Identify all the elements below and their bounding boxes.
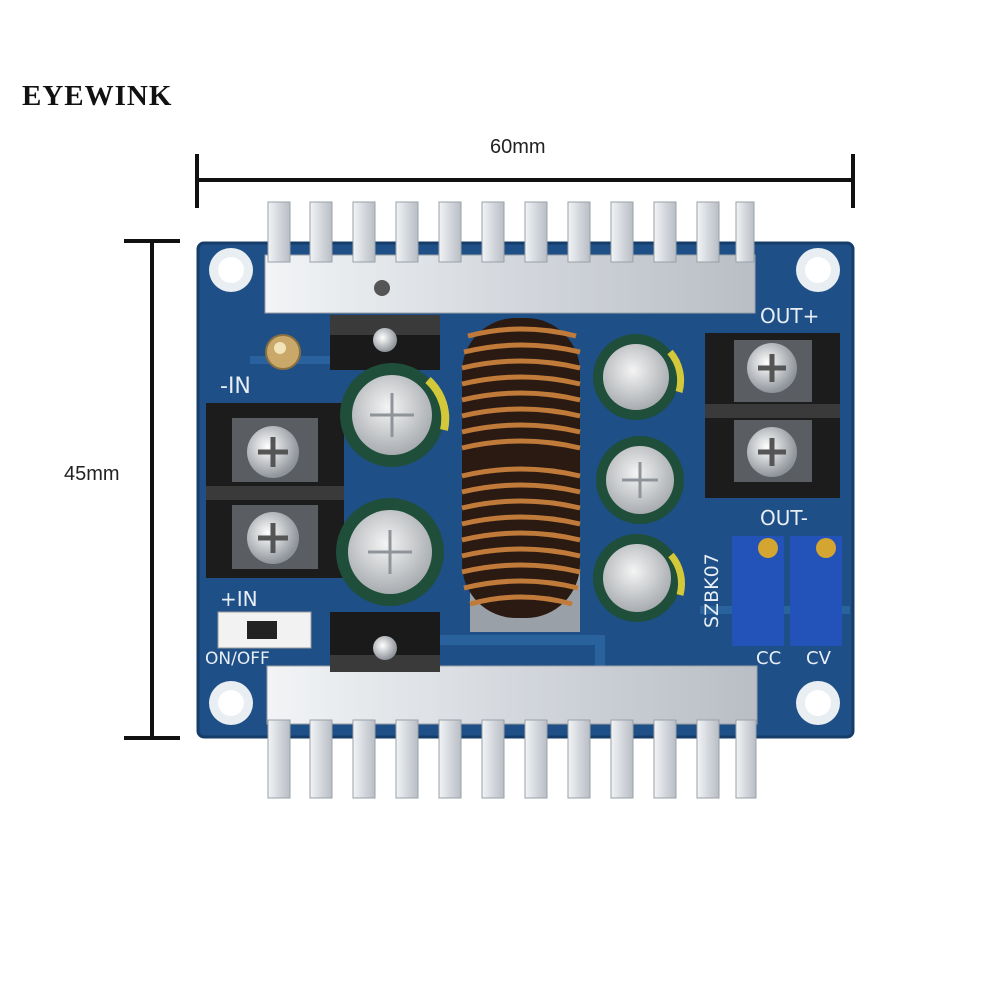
led-indicator [265,334,301,370]
mounting-hole-bottom-left [209,681,253,725]
capacitor-left-bottom [336,498,444,606]
height-dimension-line [124,239,180,740]
cv-trimpot [790,536,842,646]
capacitor-left-top [340,363,450,467]
neg-in-label: -IN [220,374,251,399]
transistor-bottom [330,612,440,672]
capacitor-right-middle [596,436,684,524]
mounting-hole-bottom-right [796,681,840,725]
model-label: SZBK07 [701,553,723,628]
input-terminal-block [206,403,344,578]
width-dimension-line [195,154,855,208]
mounting-hole-top-right [796,248,840,292]
transistor-top [330,315,440,370]
capacitor-right-top [593,334,685,420]
brand-logo: EYEWINK [22,80,173,112]
cc-label: CC [756,648,781,669]
top-heatsink [264,201,756,314]
out-pos-label: OUT+ [760,304,819,328]
cv-label: CV [806,648,832,669]
switch-label: ON/OFF [205,649,270,669]
power-switch [217,611,312,649]
out-neg-label: OUT- [760,506,808,530]
width-dimension-label: 60mm [490,136,546,158]
height-dimension-label: 45mm [64,463,120,485]
pos-in-label: +IN [220,587,258,611]
output-terminal-block [705,333,840,498]
mounting-hole-top-left [209,248,253,292]
capacitor-right-bottom [593,534,686,622]
toroidal-inductor [461,318,581,632]
bottom-heatsink [266,665,758,799]
cc-trimpot [732,536,784,646]
